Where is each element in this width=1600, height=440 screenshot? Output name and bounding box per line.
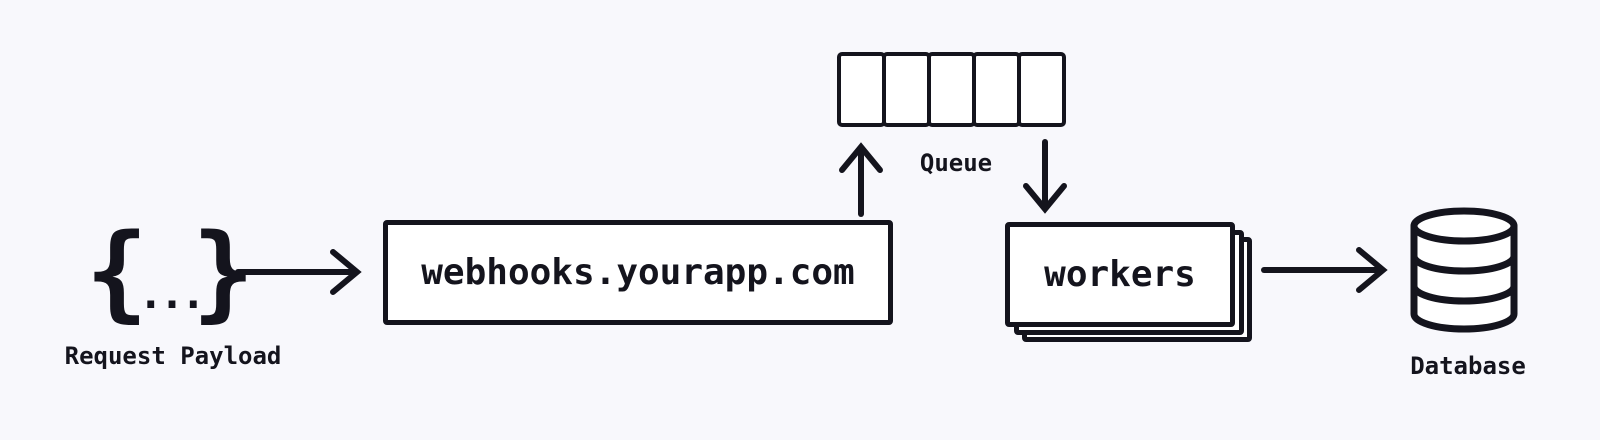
workers-label: workers [1044,254,1196,295]
queue-cell [927,52,976,127]
queue-cell [972,52,1021,127]
brace-open-glyph: { [85,211,149,333]
queue-label: Queue [919,149,993,177]
server-node: webhooks.yourapp.com [383,220,893,325]
arrow-right-icon [234,244,366,300]
queue-cell [882,52,931,127]
queue-cell [1017,52,1066,127]
request-payload-icon: { ... } [85,210,254,334]
ellipsis-glyph: ... [138,269,206,318]
workers-main-box: workers [1005,222,1235,327]
workers-node: workers [1005,222,1255,347]
server-label: webhooks.yourapp.com [421,252,855,293]
queue-icon [837,52,1066,127]
arrow-right-icon [1260,242,1392,298]
arrow-down-icon [1021,136,1069,216]
request-payload-label: Request Payload [64,342,282,370]
database-label: Database [1410,352,1526,380]
database-icon [1408,206,1520,334]
arrow-up-icon [837,140,885,220]
queue-cell [837,52,886,127]
